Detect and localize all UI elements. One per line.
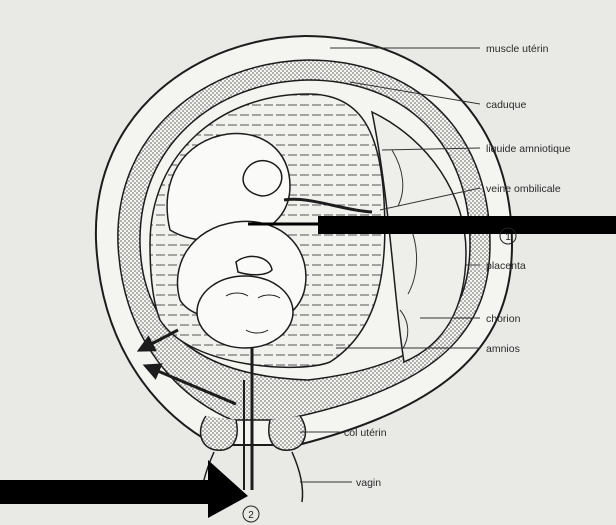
big-arrow-left	[0, 460, 248, 518]
label-veine: veine ombilicale	[486, 183, 561, 195]
label-col: col utérin	[344, 427, 387, 439]
marker-one: 1	[505, 232, 511, 243]
label-chorion: chorion	[486, 313, 521, 325]
label-vagin: vagin	[356, 477, 381, 489]
label-liquide: liquide amniotique	[486, 143, 571, 155]
vagina-wall-right	[292, 452, 303, 502]
marker-two: 2	[248, 510, 254, 521]
label-placenta: placenta	[486, 260, 526, 272]
label-amnios: amnios	[486, 343, 520, 355]
label-caduque: caduque	[486, 99, 526, 111]
label-muscle: muscle utérin	[486, 43, 549, 55]
